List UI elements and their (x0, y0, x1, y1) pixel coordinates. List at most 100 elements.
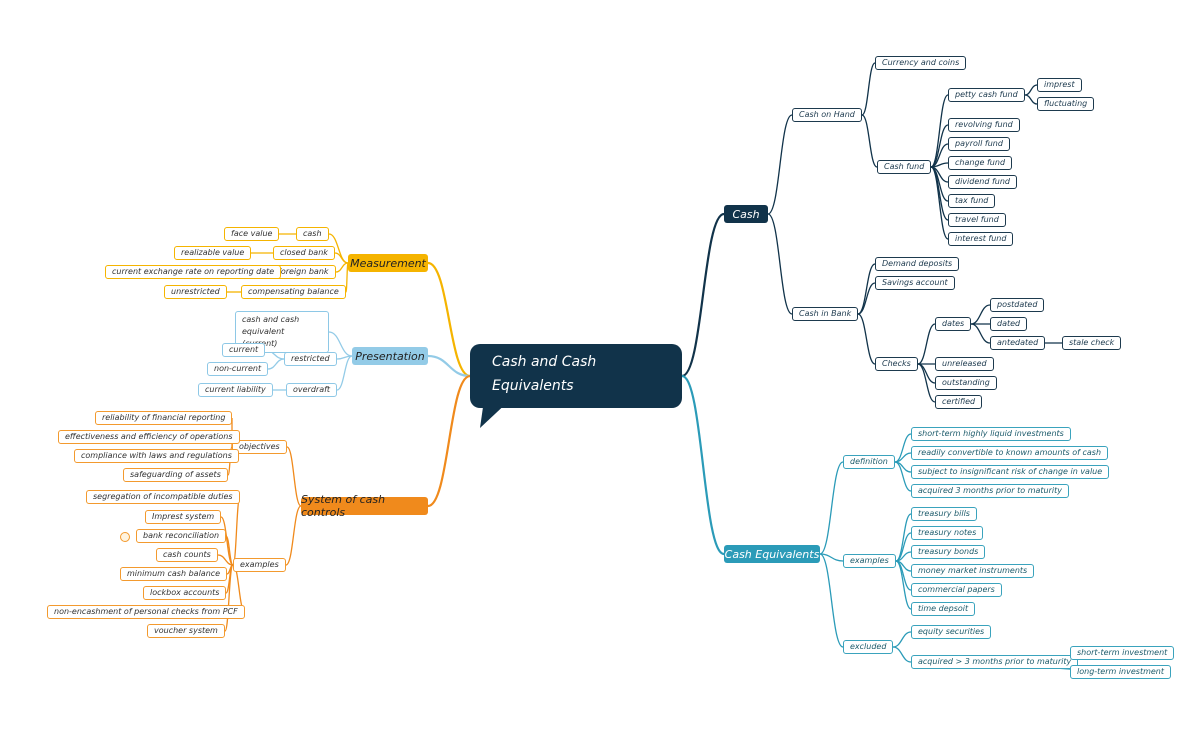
connector-controls-topic-objectives-node (286, 446, 302, 507)
ctrl-ex-4-node[interactable]: cash counts (156, 548, 218, 562)
exchange-rate-node[interactable]: current exchange rate on reporting date (105, 265, 282, 279)
tax-fund-node[interactable]: tax fund (948, 194, 996, 208)
demand-deposits-node[interactable]: Demand deposits (875, 257, 960, 271)
cash-in-bank-node[interactable]: Cash in Bank (792, 307, 859, 321)
excluded-node[interactable]: excluded (843, 640, 894, 654)
obj-4-node[interactable]: safeguarding of assets (123, 468, 228, 482)
overdraft-node[interactable]: overdraft (286, 383, 338, 397)
interest-fund-node[interactable]: interest fund (948, 232, 1014, 246)
outstanding-node[interactable]: outstanding (935, 376, 997, 390)
ctrl-ex-7-node[interactable]: non-encashment of personal checks from P… (47, 605, 245, 619)
ex-2-node[interactable]: treasury notes (911, 526, 984, 540)
pres-current-node[interactable]: current (222, 343, 266, 357)
ex-1-node[interactable]: treasury bills (911, 507, 977, 521)
dates-node[interactable]: dates (935, 317, 972, 331)
connector-central-topic-cash-topic (681, 212, 725, 378)
connector-cash-topic-cash-in-bank-node (767, 213, 793, 315)
cash-topic[interactable]: Cash (724, 205, 768, 223)
cash-equivalents-topic[interactable]: Cash Equivalents (724, 545, 820, 563)
ctrl-ex-3-node[interactable]: bank reconciliation (136, 529, 227, 543)
payroll-fund-node[interactable]: payroll fund (948, 137, 1010, 151)
long-term-node[interactable]: long-term investment (1070, 665, 1172, 679)
def-2-node[interactable]: readily convertible to known amounts of … (911, 446, 1109, 460)
connector-cash-topic-cash-on-hand-node (767, 114, 793, 215)
definition-node[interactable]: definition (843, 455, 895, 469)
connector-checks-node-certified-node (917, 363, 936, 403)
ctrl-ex-5-node[interactable]: minimum cash balance (120, 567, 228, 581)
exc-2-node[interactable]: acquired > 3 months prior to maturity (911, 655, 1079, 669)
connector-cash-on-hand-node-cash-fund-node (861, 114, 878, 168)
obj-3-node[interactable]: compliance with laws and regulations (74, 449, 239, 463)
restricted-node[interactable]: restricted (284, 352, 337, 366)
ctrl-examples-node[interactable]: examples (233, 558, 286, 572)
connector-examples-node-ex-6-node (895, 560, 912, 610)
unreleased-node[interactable]: unreleased (935, 357, 994, 371)
obj-2-node[interactable]: effectiveness and efficiency of operatio… (58, 430, 240, 444)
central-topic-label: Cash and Cash Equivalents (492, 354, 597, 394)
connector-cash-on-hand-node-currency-coins-node (861, 62, 876, 116)
short-term-node[interactable]: short-term investment (1070, 646, 1175, 660)
connector-cash-in-bank-node-demand-deposits-node (857, 263, 876, 315)
cash-fund-node[interactable]: Cash fund (877, 160, 932, 174)
fluctuating-node[interactable]: fluctuating (1037, 97, 1095, 111)
connector-restricted-node-non-current-node (267, 358, 285, 370)
face-value-node[interactable]: face value (224, 227, 280, 241)
dividend-fund-node[interactable]: dividend fund (948, 175, 1017, 189)
connector-dates-node-antedated-node (970, 323, 991, 344)
ex-5-node[interactable]: commercial papers (911, 583, 1002, 597)
ctrl-ex-8-node[interactable]: voucher system (147, 624, 225, 638)
realizable-value-node[interactable]: realizable value (174, 246, 252, 260)
connector-measurement-topic-closed-bank-node (334, 252, 349, 264)
ex-4-node[interactable]: money market instruments (911, 564, 1035, 578)
connector-checks-node-dates-node (917, 323, 936, 365)
checks-node[interactable]: Checks (875, 357, 918, 371)
non-current-node[interactable]: non-current (207, 362, 269, 376)
connector-measurement-topic-compensating-balance-node (345, 262, 349, 293)
postdated-node[interactable]: postdated (990, 298, 1045, 312)
central-topic[interactable]: Cash and Cash Equivalents (470, 344, 682, 408)
controls-topic[interactable]: System of cash controls (301, 493, 428, 519)
cash-on-hand-node[interactable]: Cash on Hand (792, 108, 862, 122)
connector-presentation-topic-cash-equiv-current-node (328, 331, 353, 357)
ex-6-node[interactable]: time depsoit (911, 602, 976, 616)
closed-bank-node[interactable]: closed bank (273, 246, 335, 260)
ctrl-ex-2-node[interactable]: Imprest system (145, 510, 222, 524)
unrestricted-node[interactable]: unrestricted (164, 285, 227, 299)
change-fund-node[interactable]: change fund (948, 156, 1013, 170)
antedated-node[interactable]: antedated (990, 336, 1046, 350)
connector-ctrl-examples-node-ctrl-ex-1-node (232, 496, 241, 566)
connector-ctrl-examples-node-ctrl-ex-8-node (224, 564, 234, 632)
connector-central-topic-measurement-topic (427, 261, 471, 378)
connector-cash-in-bank-node-checks-node (857, 313, 876, 365)
def-1-node[interactable]: short-term highly liquid investments (911, 427, 1071, 441)
compensating-balance-node[interactable]: compensating balance (241, 285, 346, 299)
certified-node[interactable]: certified (935, 395, 983, 409)
ex-3-node[interactable]: treasury bonds (911, 545, 986, 559)
marker-circle-icon[interactable] (120, 532, 130, 542)
connector-controls-topic-ctrl-examples-node (285, 505, 302, 566)
revolving-fund-node[interactable]: revolving fund (948, 118, 1020, 132)
connector-dates-node-postdated-node (970, 304, 991, 325)
travel-fund-node[interactable]: travel fund (948, 213, 1006, 227)
currency-coins-node[interactable]: Currency and coins (875, 56, 967, 70)
measurement-topic[interactable]: Measurement (348, 254, 428, 272)
petty-cash-fund-node[interactable]: petty cash fund (948, 88, 1025, 102)
objectives-node[interactable]: objectives (232, 440, 287, 454)
meas-cash-node[interactable]: cash (296, 227, 329, 241)
examples-node[interactable]: examples (843, 554, 896, 568)
connector-ctrl-examples-node-ctrl-ex-4-node (217, 554, 234, 566)
imprest-node[interactable]: imprest (1037, 78, 1082, 92)
def-3-node[interactable]: subject to insignificant risk of change … (911, 465, 1110, 479)
obj-1-node[interactable]: reliability of financial reporting (95, 411, 233, 425)
exc-1-node[interactable]: equity securities (911, 625, 992, 639)
connector-cash-in-bank-node-savings-account-node (857, 282, 876, 315)
connector-examples-node-ex-1-node (895, 513, 912, 562)
ctrl-ex-6-node[interactable]: lockbox accounts (143, 586, 227, 600)
ctrl-ex-1-node[interactable]: segregation of incompatible duties (86, 490, 240, 504)
presentation-topic[interactable]: Presentation (352, 347, 428, 365)
dated-node[interactable]: dated (990, 317, 1028, 331)
current-liability-node[interactable]: current liability (198, 383, 273, 397)
def-4-node[interactable]: acquired 3 months prior to maturity (911, 484, 1069, 498)
stale-check-node[interactable]: stale check (1062, 336, 1122, 350)
savings-account-node[interactable]: Savings account (875, 276, 955, 290)
